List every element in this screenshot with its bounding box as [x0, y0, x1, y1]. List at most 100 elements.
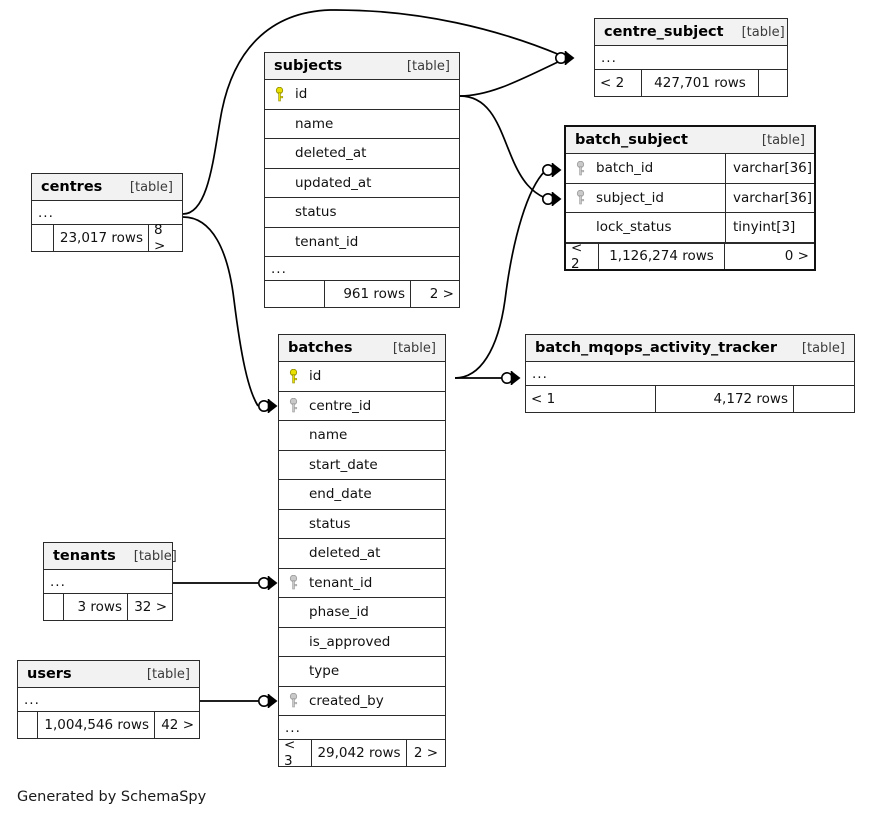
generator-caption: Generated by SchemaSpy [17, 789, 207, 805]
table-batch-subject[interactable]: batch_subject [table] batch_id varchar[3… [564, 125, 816, 272]
table-footer-subjects: 961 rows 2 > [265, 281, 459, 307]
column-name: id [295, 86, 308, 103]
table-tenants[interactable]: tenants [table] ... 3 rows 32 > [43, 542, 177, 621]
column-row-phase-id[interactable]: phase_id [279, 598, 445, 628]
footer-child-count: 8 > [154, 222, 166, 254]
columns-collapsed-row[interactable]: ... [265, 257, 459, 281]
column-row-deleted-at[interactable]: deleted_at [265, 139, 459, 169]
columns-collapsed-row[interactable]: ... [32, 201, 182, 225]
column-name: updated_at [295, 174, 372, 191]
footer-row-count: 1,004,546 rows [38, 712, 155, 738]
table-name-label: batches [288, 340, 353, 356]
column-row-end-date[interactable]: end_date [279, 480, 445, 510]
columns-collapsed-row[interactable]: ... [279, 716, 445, 740]
foreign-key-icon [279, 575, 307, 590]
column-type: varchar[36] [725, 183, 814, 212]
column-row-deleted-at[interactable]: deleted_at [279, 539, 445, 569]
column-row-batch-id[interactable]: batch_id varchar[36] [566, 154, 814, 184]
table-type-tag: [table] [801, 340, 845, 356]
table-title-batch-mqops-activity-tracker: batch_mqops_activity_tracker [table] [526, 335, 854, 362]
column-row-subject-id[interactable]: subject_id varchar[36] [566, 183, 814, 213]
columns-collapsed-row[interactable]: ... [18, 688, 199, 712]
column-name: batch_id [596, 160, 654, 177]
column-row-tenant-id[interactable]: tenant_id [265, 228, 459, 257]
column-name: phase_id [309, 604, 369, 621]
column-row-status[interactable]: status [265, 198, 459, 228]
footer-child-count [759, 70, 787, 96]
column-name: id [309, 368, 322, 385]
footer-row-count: 29,042 rows [312, 740, 407, 766]
column-name: created_by [309, 692, 384, 709]
table-batches[interactable]: batches [table] id centre_id name start_… [278, 334, 446, 769]
footer-parent-count: < 1 [526, 386, 656, 412]
table-footer-users: 1,004,546 rows 42 > [18, 712, 199, 738]
column-row-id[interactable]: id [279, 362, 445, 392]
column-row-name[interactable]: name [265, 110, 459, 139]
table-title-centre-subject: centre_subject [table] [595, 19, 787, 46]
table-name-label: batch_mqops_activity_tracker [535, 340, 778, 356]
table-name-label: centre_subject [604, 24, 724, 40]
column-name: name [309, 427, 348, 444]
table-footer-centre-subject: < 2 427,701 rows [595, 70, 787, 96]
footer-child-count: 42 > [161, 717, 194, 733]
column-name: start_date [309, 456, 378, 473]
columns-collapsed-row[interactable]: ... [44, 570, 172, 594]
footer-parent-count [18, 712, 38, 738]
column-row-name[interactable]: name [279, 421, 445, 451]
column-row-tenant-id[interactable]: tenant_id [279, 569, 445, 598]
footer-child-count: 2 > [429, 286, 454, 302]
table-title-tenants: tenants [table] [44, 543, 177, 570]
footer-child-count: 0 > [784, 248, 809, 264]
table-title-batches: batches [table] [279, 335, 445, 362]
columns-collapsed-row[interactable]: ... [526, 362, 854, 386]
foreign-key-icon [566, 190, 594, 205]
footer-parent-count [44, 594, 64, 620]
table-footer-batch-subject: < 2 1,126,274 rows 0 > [566, 240, 814, 272]
column-row-id[interactable]: id [265, 80, 459, 110]
footer-parent-count [32, 225, 54, 251]
table-users[interactable]: users [table] ... 1,004,546 rows 42 > [17, 660, 200, 739]
column-row-type[interactable]: type [279, 657, 445, 687]
column-row-updated-at[interactable]: updated_at [265, 169, 459, 198]
column-row-start-date[interactable]: start_date [279, 451, 445, 480]
columns-collapsed-row[interactable]: ... [595, 46, 787, 70]
table-title-subjects: subjects [table] [265, 53, 459, 80]
table-subjects[interactable]: subjects [table] id name deleted_at upda… [264, 52, 460, 308]
footer-row-count: 3 rows [64, 594, 128, 620]
table-title-centres: centres [table] [32, 174, 182, 201]
table-title-users: users [table] [18, 661, 199, 688]
table-footer-batch-mqops-activity-tracker: < 1 4,172 rows [526, 386, 854, 412]
column-row-lock-status[interactable]: lock_status tinyint[3] [566, 213, 814, 243]
footer-child-count [794, 386, 854, 412]
table-footer-tenants: 3 rows 32 > [44, 594, 172, 620]
column-name: deleted_at [309, 545, 381, 562]
footer-parent-count: < 2 [566, 240, 599, 272]
table-type-tag: [table] [761, 132, 805, 148]
footer-row-count: 1,126,274 rows [599, 243, 725, 269]
column-name: tenant_id [309, 574, 373, 591]
footer-parent-count: < 3 [279, 737, 312, 769]
column-name: is_approved [309, 633, 391, 650]
primary-key-icon [265, 86, 293, 102]
footer-row-count: 961 rows [325, 281, 411, 307]
table-type-tag: [table] [392, 340, 436, 356]
footer-parent-count [265, 281, 325, 307]
foreign-key-icon [279, 398, 307, 413]
table-batch-mqops-activity-tracker[interactable]: batch_mqops_activity_tracker [table] ...… [525, 334, 855, 413]
column-name: deleted_at [295, 145, 367, 162]
table-name-label: tenants [53, 548, 116, 564]
table-centre-subject[interactable]: centre_subject [table] ... < 2 427,701 r… [594, 18, 788, 97]
column-name: lock_status [596, 219, 672, 236]
column-row-created-by[interactable]: created_by [279, 687, 445, 716]
table-name-label: centres [41, 179, 103, 195]
footer-row-count: 4,172 rows [656, 386, 794, 412]
column-row-is-approved[interactable]: is_approved [279, 628, 445, 657]
column-name: tenant_id [295, 233, 359, 250]
footer-child-count: 32 > [134, 599, 167, 615]
column-row-status[interactable]: status [279, 510, 445, 539]
footer-parent-count: < 2 [595, 70, 642, 96]
column-row-centre-id[interactable]: centre_id [279, 392, 445, 421]
table-type-tag: [table] [146, 666, 190, 682]
table-centres[interactable]: centres [table] ... 23,017 rows 8 > [31, 173, 183, 254]
